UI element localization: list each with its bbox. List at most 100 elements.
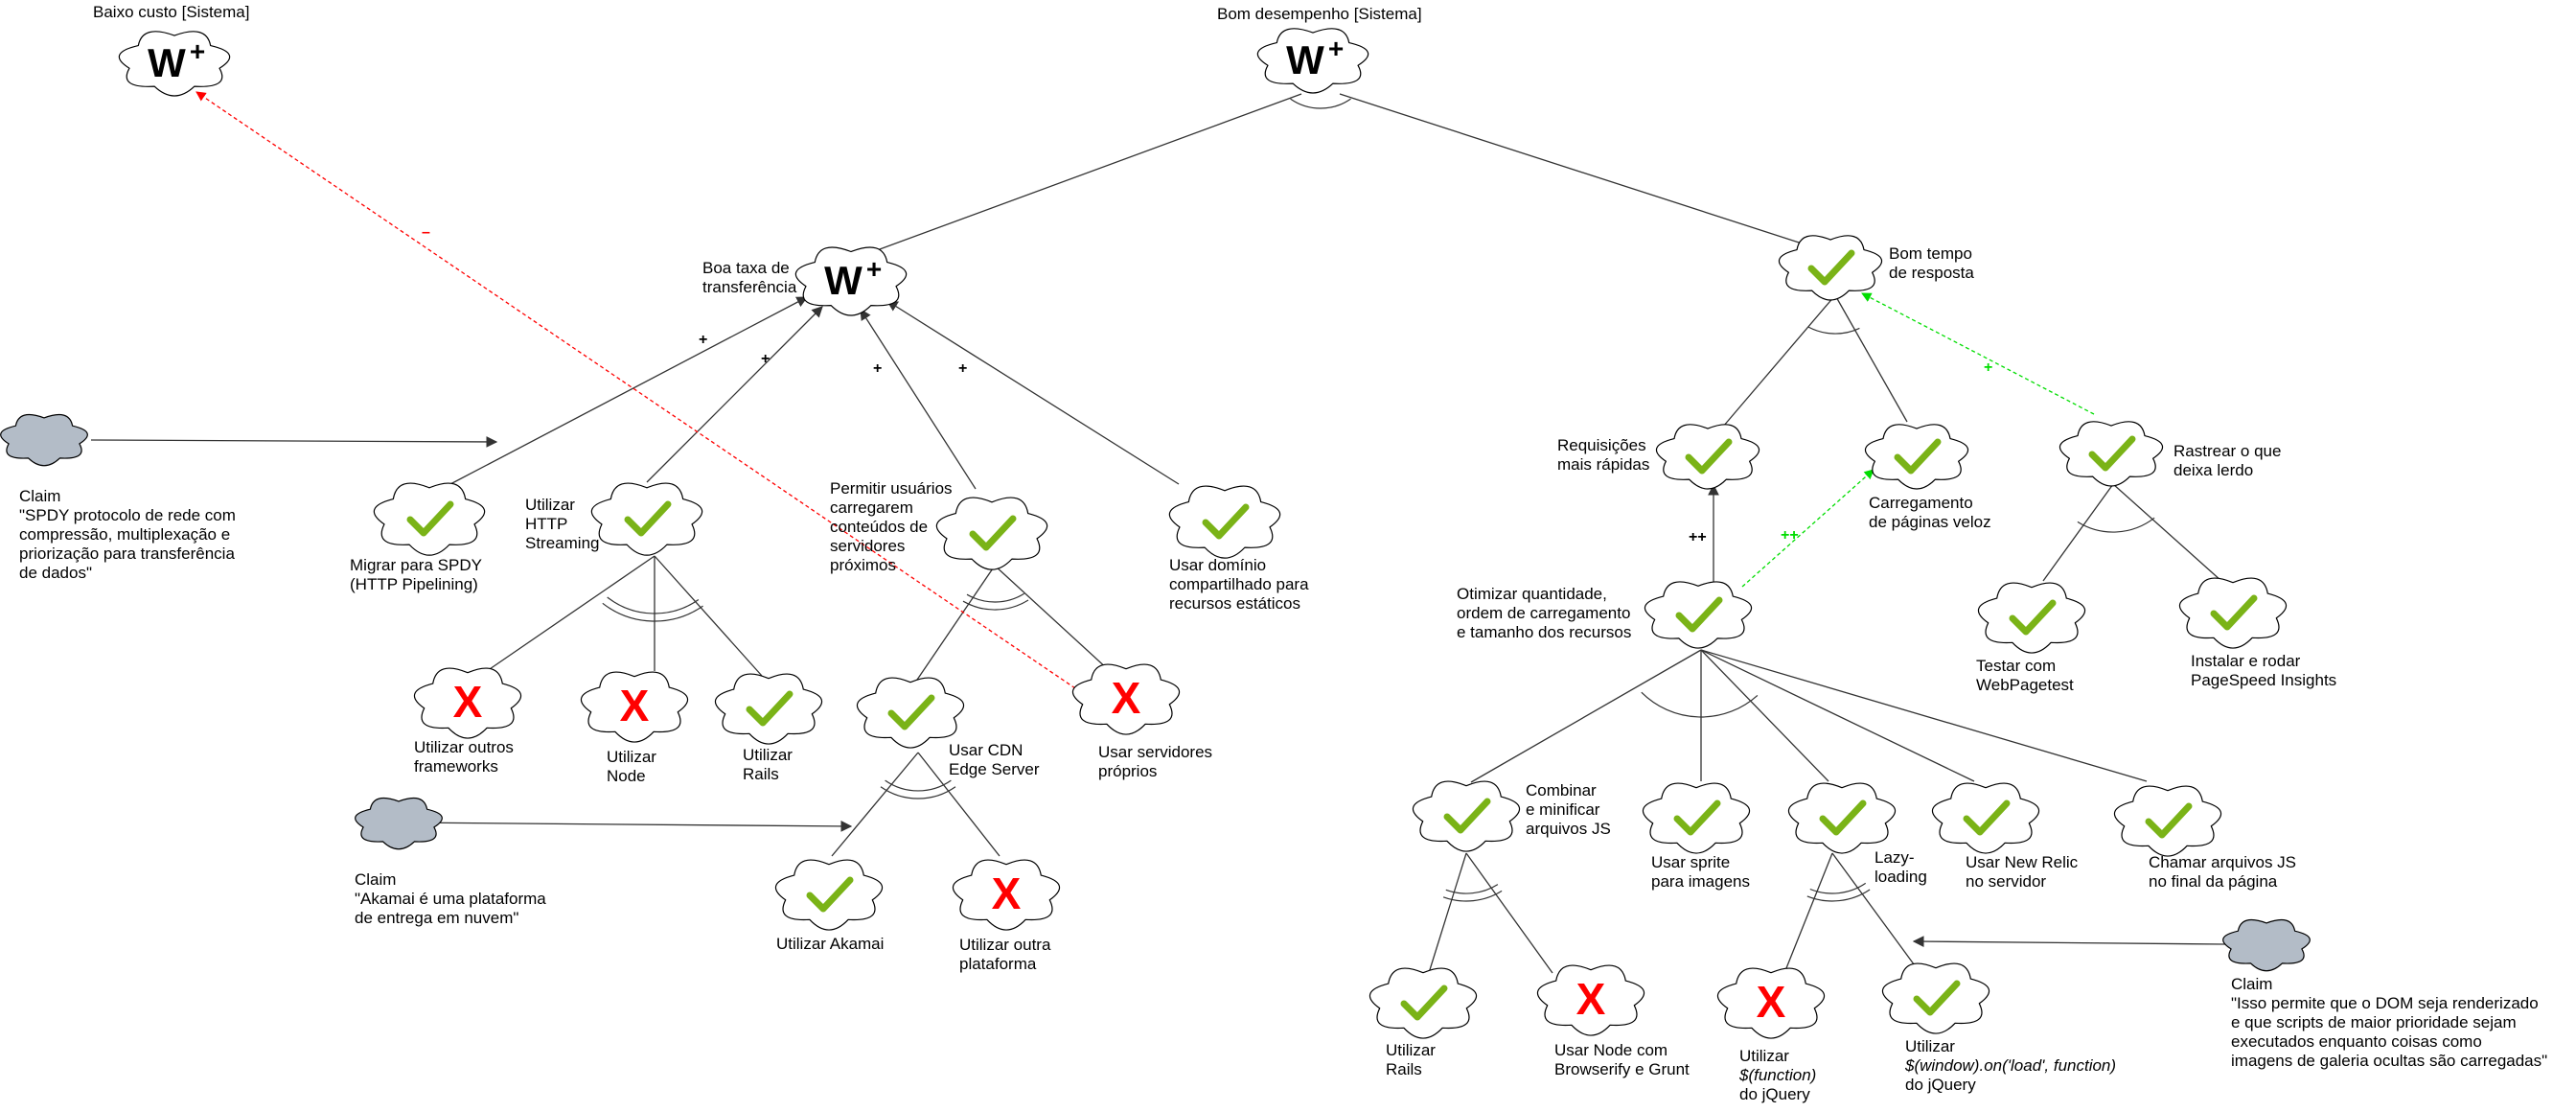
task-label-streaming: Utilizar HTTP Streaming bbox=[525, 496, 600, 552]
check-icon bbox=[969, 515, 1017, 551]
goal-requisicoes bbox=[1655, 424, 1760, 490]
contribution-plus-streaming: + bbox=[761, 351, 770, 367]
and-arc-tempo bbox=[1807, 326, 1860, 335]
and-arc-desempenho bbox=[1290, 98, 1351, 109]
goal-rastrear bbox=[2058, 421, 2164, 487]
task-jq-window bbox=[1881, 962, 1990, 1034]
task-label-jq-function-3: do jQuery bbox=[1739, 1085, 1810, 1103]
link-otimizar-chamar bbox=[1700, 649, 2148, 782]
task-label-newrelic: Usar New Relic no servidor bbox=[1966, 853, 2079, 891]
task-label-jq-function-code: $(function) bbox=[1739, 1066, 1817, 1084]
link-otimizar-carregamento bbox=[1741, 469, 1874, 588]
task-lazy bbox=[1787, 782, 1897, 854]
link-permitir-servidores bbox=[994, 565, 1111, 672]
and-arc-combinar-2 bbox=[1442, 890, 1503, 902]
task-label-webpagetest: Testar com WebPagetest bbox=[1976, 657, 2074, 694]
task-label-node: Utilizar Node bbox=[607, 748, 656, 785]
goal-label-rastrear: Rastrear o que deixa lerdo bbox=[2174, 442, 2282, 479]
check-icon bbox=[746, 690, 794, 727]
link-spdy-taxa bbox=[449, 296, 809, 485]
task-chamar bbox=[2113, 785, 2222, 857]
contribution-plus-permitir: + bbox=[873, 360, 883, 377]
and-arc-permitir-1 bbox=[966, 592, 1025, 603]
decomposition-arcs bbox=[602, 98, 2155, 902]
link-claim-akamai bbox=[402, 821, 853, 832]
and-arc-cdn-1 bbox=[885, 779, 952, 792]
check-icon bbox=[624, 500, 672, 537]
link-otimizar-combinar bbox=[1470, 649, 1702, 783]
and-arc-streaming-1 bbox=[607, 596, 700, 614]
link-claim-dom bbox=[1912, 936, 2226, 947]
contribution-plus-spdy: + bbox=[699, 332, 708, 348]
softgoal-plus-icon: + bbox=[1328, 34, 1344, 63]
goal-bom-tempo bbox=[1778, 235, 1883, 301]
link-permitir-cdn bbox=[914, 565, 996, 683]
check-icon bbox=[887, 694, 935, 730]
goal-carregamento bbox=[1864, 424, 1969, 490]
task-label-cdn: Usar CDN Edge Server bbox=[949, 741, 1040, 778]
check-icon bbox=[1807, 249, 1855, 286]
softgoal-baixo-custo: W+ bbox=[118, 31, 231, 97]
link-rastrear-webpagetest bbox=[2042, 483, 2114, 582]
task-outra-plataforma: X bbox=[952, 859, 1061, 931]
link-tempo-carregamento bbox=[1834, 294, 1908, 423]
task-label-jq-function-1: Utilizar bbox=[1739, 1047, 1789, 1065]
cross-icon: X bbox=[620, 681, 650, 730]
task-label-servidores: Usar servidores próprios bbox=[1098, 743, 1213, 780]
task-newrelic bbox=[1931, 782, 2040, 854]
softgoal-w-icon: W bbox=[824, 258, 862, 303]
and-arc-lazy-1 bbox=[1809, 882, 1867, 894]
check-icon bbox=[1443, 798, 1491, 834]
task-label-outra-plataforma: Utilizar outra plataforma bbox=[959, 936, 1051, 973]
check-icon bbox=[1913, 980, 1961, 1016]
cross-icon: X bbox=[1757, 977, 1786, 1027]
task-combinar bbox=[1412, 780, 1521, 852]
task-jq-function: X bbox=[1716, 967, 1826, 1039]
link-streaming-rails bbox=[654, 555, 763, 677]
link-rastrear-pagespeed bbox=[2112, 483, 2222, 582]
link-tempo-requisicoes bbox=[1722, 294, 1836, 428]
check-icon bbox=[1673, 799, 1721, 836]
task-label-pagespeed: Instalar e rodar PageSpeed Insights bbox=[2191, 652, 2337, 689]
and-arc-combinar-1 bbox=[1445, 884, 1499, 894]
task-label-rails-b: Utilizar Rails bbox=[1386, 1041, 1436, 1078]
and-arc-rastrear bbox=[2077, 517, 2155, 533]
check-icon bbox=[406, 500, 454, 537]
task-streaming bbox=[590, 482, 703, 556]
check-icon bbox=[1819, 799, 1867, 836]
claim-label-dom: Claim "Isso permite que o DOM seja rende… bbox=[2231, 975, 2548, 1070]
contribution-plusplus-requisicoes: ++ bbox=[1689, 529, 1707, 545]
link-dominio-taxa bbox=[886, 300, 1180, 485]
softgoal-plus-icon: + bbox=[866, 254, 882, 284]
link-lazy-function bbox=[1783, 852, 1833, 974]
check-icon bbox=[806, 876, 854, 913]
link-combinar-rails bbox=[1427, 852, 1467, 977]
task-spdy bbox=[373, 482, 486, 556]
link-otimizar-newrelic bbox=[1700, 649, 1975, 782]
task-akamai bbox=[774, 859, 884, 931]
task-rails-b bbox=[1368, 967, 1478, 1039]
goal-label-carregamento: Carregamento de páginas veloz bbox=[1869, 494, 1991, 531]
and-arc-permitir-2 bbox=[962, 599, 1029, 611]
task-permitir bbox=[935, 497, 1048, 570]
link-desempenho-taxa bbox=[814, 93, 1302, 274]
link-lazy-window bbox=[1831, 852, 1918, 969]
and-arc-lazy-2 bbox=[1806, 889, 1871, 902]
and-arc-otimizar bbox=[1641, 691, 1759, 718]
check-icon bbox=[2009, 599, 2057, 636]
link-combinar-browserify bbox=[1465, 852, 1553, 974]
softgoal-boa-taxa: W+ bbox=[794, 246, 908, 316]
check-icon bbox=[2145, 802, 2193, 839]
link-rastrear-tempo bbox=[1861, 292, 2095, 415]
link-streaming-taxa bbox=[646, 306, 823, 483]
link-otimizar-lazy bbox=[1700, 649, 1829, 782]
task-outros-frameworks: X bbox=[413, 667, 522, 739]
goal-label-bom-tempo: Bom tempo de resposta bbox=[1889, 244, 1974, 282]
task-label-outros-frameworks: Utilizar outros frameworks bbox=[414, 738, 514, 776]
check-icon bbox=[1202, 503, 1250, 540]
task-label-browserify: Usar Node com Browserify e Grunt bbox=[1554, 1041, 1690, 1078]
link-claim-spdy bbox=[90, 436, 498, 448]
task-sprite bbox=[1642, 782, 1751, 854]
